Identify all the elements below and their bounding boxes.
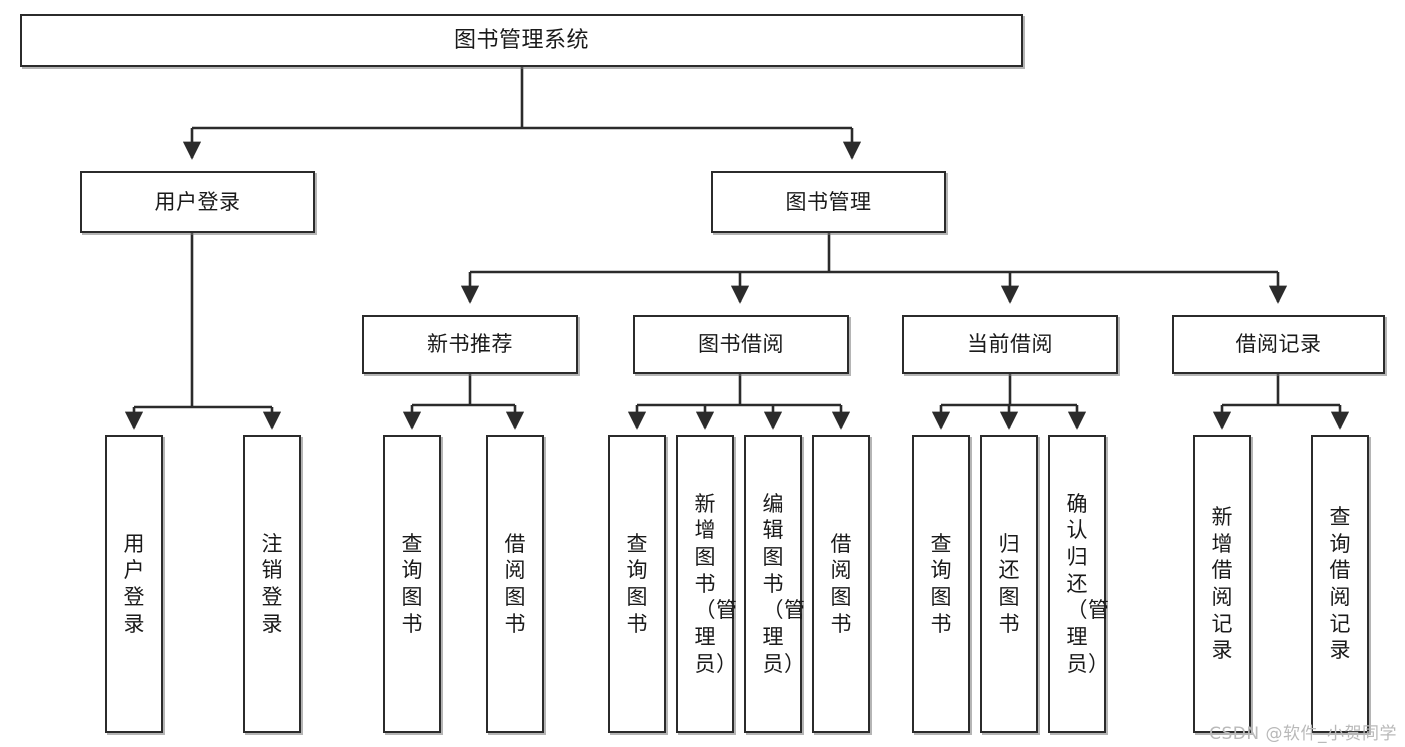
node-book-manage[interactable]: 图书管理 [711, 171, 946, 233]
node-leaf-user-login[interactable]: 用户登录 [105, 435, 163, 733]
node-leaf-return-book-label: 归还图书 [998, 531, 1020, 636]
node-user-login-label: 用户登录 [154, 189, 241, 214]
node-leaf-borrow-book-2-label: 借阅图书 [830, 531, 852, 636]
node-root-label: 图书管理系统 [453, 27, 589, 53]
node-current-borrow[interactable]: 当前借阅 [902, 315, 1118, 374]
node-leaf-confirm-return[interactable]: 确认归还（管理员） [1048, 435, 1110, 733]
node-leaf-user-login-label: 用户登录 [123, 531, 145, 636]
node-borrow-record[interactable]: 借阅记录 [1172, 315, 1385, 374]
node-leaf-add-book[interactable]: 新增图书（管理员） [676, 435, 738, 733]
node-leaf-add-record[interactable]: 新增借阅记录 [1193, 435, 1251, 733]
node-leaf-add-book-label: 新增图书（管理员） [694, 491, 738, 676]
node-borrow-record-label: 借阅记录 [1235, 332, 1322, 357]
node-user-login[interactable]: 用户登录 [80, 171, 315, 233]
node-leaf-confirm-return-label: 确认归还（管理员） [1066, 491, 1110, 676]
node-leaf-borrow-book-2[interactable]: 借阅图书 [812, 435, 870, 733]
node-leaf-query-book-1-label: 查询图书 [401, 531, 423, 636]
node-leaf-borrow-book-1-label: 借阅图书 [504, 531, 526, 636]
node-leaf-logout[interactable]: 注销登录 [243, 435, 301, 733]
node-root[interactable]: 图书管理系统 [20, 14, 1023, 67]
node-new-book-rec-label: 新书推荐 [427, 332, 513, 357]
node-leaf-query-book-2-label: 查询图书 [626, 531, 648, 636]
node-book-borrow-label: 图书借阅 [698, 332, 784, 357]
node-leaf-logout-label: 注销登录 [261, 531, 283, 636]
node-leaf-return-book[interactable]: 归还图书 [980, 435, 1038, 733]
node-current-borrow-label: 当前借阅 [967, 332, 1053, 357]
node-leaf-query-record[interactable]: 查询借阅记录 [1311, 435, 1369, 733]
node-leaf-query-book-2[interactable]: 查询图书 [608, 435, 666, 733]
node-leaf-query-record-label: 查询借阅记录 [1329, 505, 1351, 663]
node-leaf-add-record-label: 新增借阅记录 [1211, 505, 1233, 663]
node-leaf-borrow-book-1[interactable]: 借阅图书 [486, 435, 544, 733]
node-book-manage-label: 图书管理 [785, 189, 872, 214]
node-leaf-query-book-3-label: 查询图书 [930, 531, 952, 636]
node-leaf-edit-book-label: 编辑图书（管理员） [762, 491, 806, 676]
watermark-text: CSDN @软件_小贺同学 [1209, 724, 1397, 744]
node-new-book-rec[interactable]: 新书推荐 [362, 315, 578, 374]
node-leaf-query-book-1[interactable]: 查询图书 [383, 435, 441, 733]
node-leaf-query-book-3[interactable]: 查询图书 [912, 435, 970, 733]
node-leaf-edit-book[interactable]: 编辑图书（管理员） [744, 435, 806, 733]
node-book-borrow[interactable]: 图书借阅 [633, 315, 849, 374]
